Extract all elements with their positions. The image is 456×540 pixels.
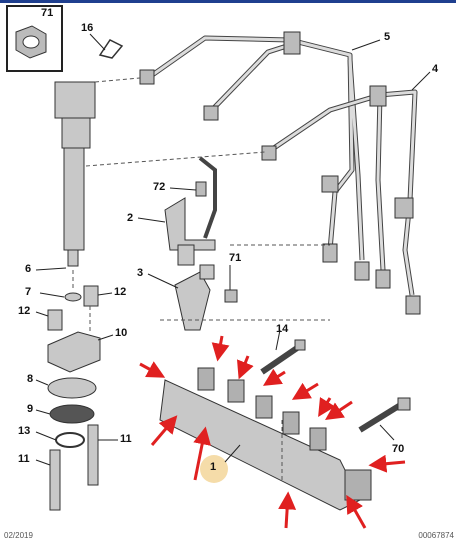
seals-and-sleeves — [47, 285, 99, 331]
callout-2: 2 — [127, 212, 134, 224]
callout-71-inset: 71 — [41, 7, 54, 19]
callout-16: 16 — [81, 22, 94, 34]
injector — [54, 81, 96, 267]
clip-16 — [98, 39, 124, 59]
callout-leaders — [35, 33, 431, 466]
pipe-4 — [266, 89, 418, 296]
studs-11 — [49, 424, 99, 511]
pipe-clip — [394, 197, 414, 219]
callout-3: 3 — [137, 267, 144, 279]
footer-code: 00067874 — [418, 531, 454, 540]
callout-11-left: 11 — [18, 453, 30, 465]
callout-71: 71 — [229, 252, 242, 264]
callout-72: 72 — [153, 181, 166, 193]
nut-71 — [224, 289, 238, 303]
inset-frame — [6, 5, 63, 72]
callout-70: 70 — [392, 443, 405, 455]
pipe-4-inner — [267, 90, 417, 296]
callout-4: 4 — [432, 63, 439, 75]
red-arrows — [139, 335, 406, 529]
callout-14: 14 — [276, 323, 289, 335]
part-1-highlight — [200, 455, 228, 483]
return-pipe — [198, 156, 217, 239]
bolt-14 — [260, 343, 302, 375]
callout-13: 13 — [18, 425, 31, 437]
footer-date: 02/2019 — [4, 531, 33, 540]
callout-9: 9 — [27, 403, 34, 415]
callout-10: 10 — [115, 327, 128, 339]
pipe-clip — [369, 85, 387, 107]
callout-12-right: 12 — [114, 286, 127, 298]
header-rule — [0, 0, 456, 3]
leader-lines — [72, 77, 330, 480]
callout-7: 7 — [25, 286, 32, 298]
pipe-clip — [321, 175, 339, 193]
callout-11-right: 11 — [120, 433, 132, 445]
callout-8: 8 — [27, 373, 34, 385]
fuel-rail — [159, 367, 372, 511]
bolt-70 — [358, 401, 404, 433]
callout-5: 5 — [384, 31, 391, 43]
pipe-nuts — [139, 69, 421, 315]
bolt-72 — [195, 181, 207, 197]
callout-1: 1 — [210, 461, 217, 473]
callout-12-left: 12 — [18, 305, 31, 317]
pipe-clip — [283, 31, 301, 55]
callout-6: 6 — [25, 263, 32, 275]
brackets — [164, 197, 216, 331]
